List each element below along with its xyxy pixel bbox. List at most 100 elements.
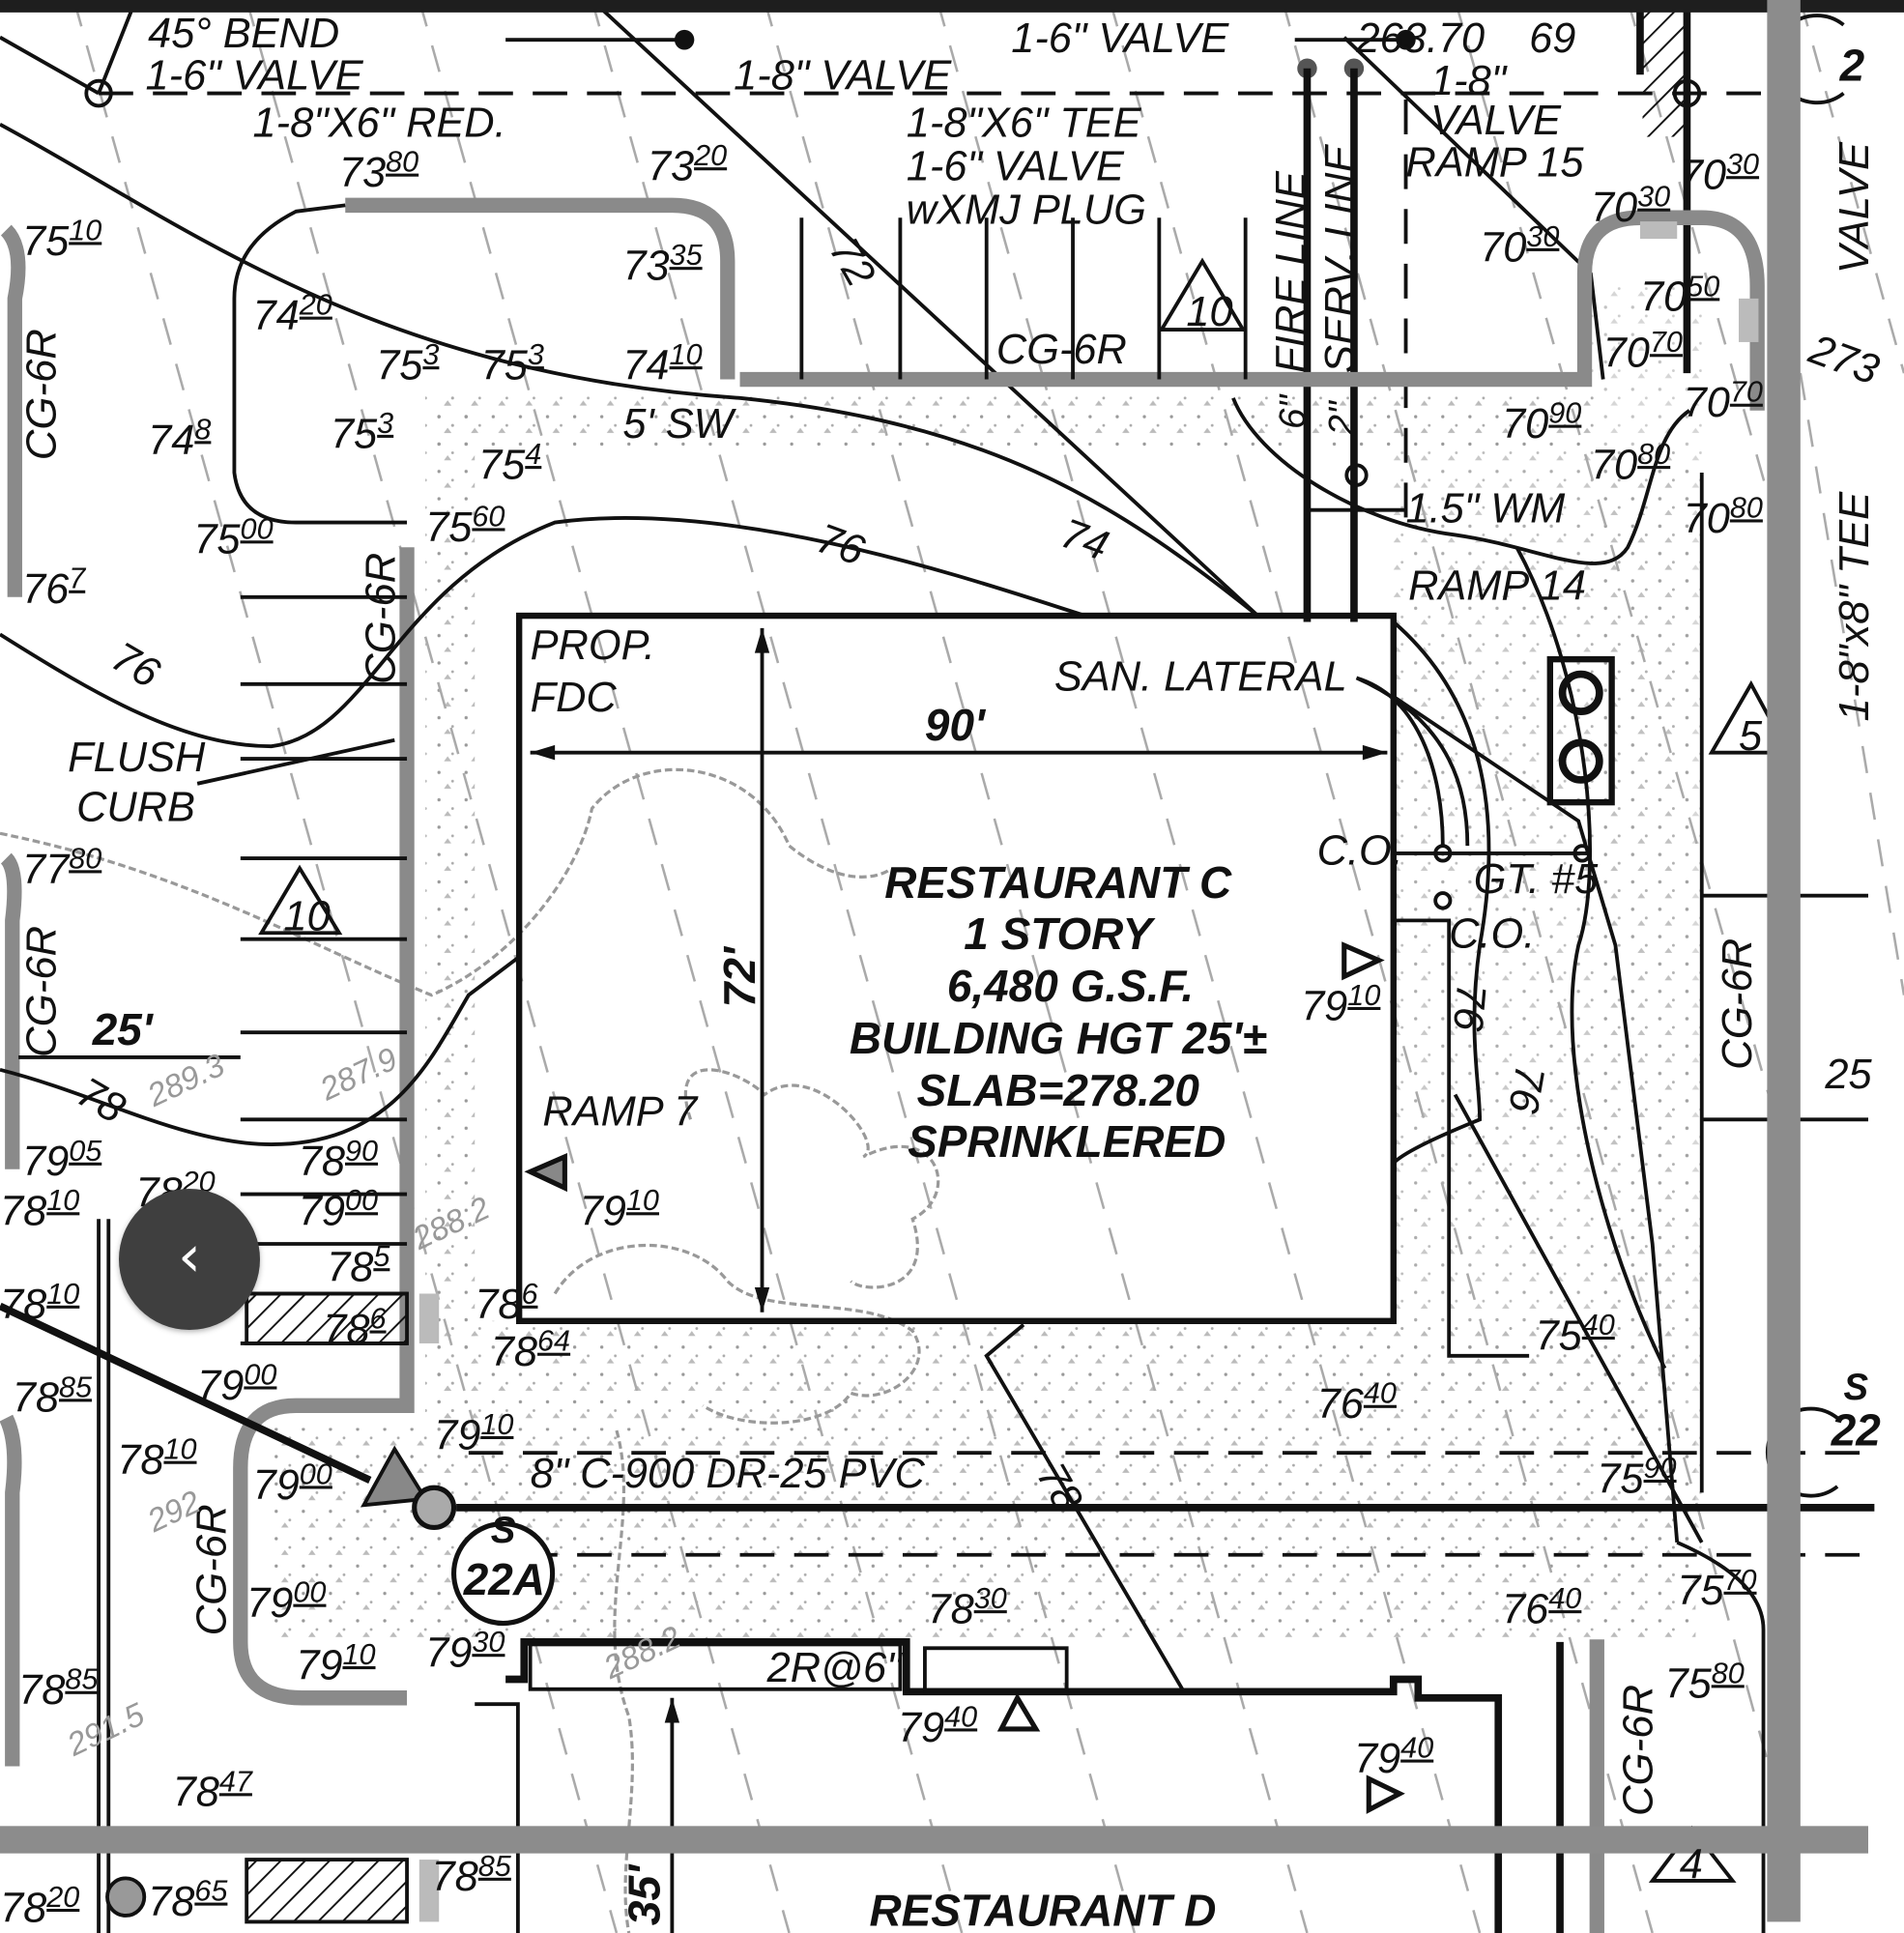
elevation-whole: 73: [648, 143, 694, 189]
label-top-cut-elev: 69: [1529, 15, 1575, 62]
label-plug: wXMJ PLUG: [907, 187, 1146, 233]
elevation-whole: 78: [173, 1770, 219, 1816]
sheet-ref-22: 22: [1831, 1404, 1881, 1455]
spot-elevation: 7885: [432, 1849, 512, 1901]
label-prop: PROP.: [531, 622, 655, 669]
elevation-whole: 78: [13, 1375, 59, 1422]
elevation-whole: 78: [327, 1244, 373, 1290]
back-button[interactable]: ‹: [119, 1189, 260, 1330]
chevron-left-icon: ‹: [178, 1223, 201, 1290]
elevation-whole: 73: [622, 243, 669, 289]
elevation-whole: 79: [296, 1642, 342, 1688]
sheet-ref-22a: 22A: [463, 1554, 545, 1604]
elevation-whole: 76: [1317, 1381, 1365, 1428]
elevation-whole: 78: [0, 1282, 46, 1328]
spot-elevation: 786: [475, 1277, 538, 1329]
elevation-whole: 79: [1354, 1736, 1400, 1782]
spot-elevation: 7500: [193, 511, 273, 563]
spot-elevation: 7510: [22, 213, 101, 265]
elevation-decimal: 00: [244, 1357, 276, 1391]
elevation-whole: 70: [1684, 496, 1730, 542]
spot-elevation: 7030: [1680, 147, 1759, 199]
elevation-whole: 79: [434, 1412, 480, 1458]
spot-elevation: 754: [478, 437, 541, 489]
spot-elevation: 7890: [299, 1134, 378, 1186]
elevation-decimal: 10: [1347, 978, 1380, 1012]
elevation-decimal: 40: [1582, 1308, 1615, 1342]
elevation-decimal: 20: [299, 287, 332, 321]
elevation-whole: 75: [22, 218, 70, 265]
label-valve-plug: 1-6" VALVE: [907, 143, 1125, 189]
spot-elevation: 7847: [173, 1764, 254, 1816]
elevation-whole: 75: [478, 442, 526, 488]
elevation-decimal: 00: [241, 511, 274, 545]
label-valve: VALVE: [1430, 98, 1562, 144]
spot-elevation: 7090: [1502, 395, 1581, 447]
elevation-decimal: 85: [65, 1662, 99, 1696]
spot-elevation: 7930: [425, 1625, 505, 1677]
building-sprinkler: SPRINKLERED: [908, 1116, 1226, 1167]
sign-number: 10: [283, 894, 330, 940]
curb-label: CG-6R: [19, 329, 66, 460]
curbs: [0, 197, 1766, 1933]
spot-elevation: 7910: [580, 1183, 659, 1235]
building-restaurant-c: [515, 612, 1615, 1358]
elevation-whole: 75: [1677, 1568, 1724, 1614]
elevation-whole: 78: [927, 1586, 973, 1632]
spot-elevation: 7070: [1684, 375, 1763, 427]
spot-elevation: 7420: [253, 287, 332, 339]
elevation-decimal: 6: [370, 1301, 388, 1335]
elevation-whole: 79: [22, 1139, 69, 1185]
curb-label: CG-6R: [996, 327, 1127, 373]
elevation-decimal: 30: [1726, 147, 1759, 181]
dim-25: 25': [92, 1004, 155, 1054]
elevation-decimal: 40: [944, 1699, 977, 1733]
label-right-25: 25: [1824, 1052, 1872, 1098]
elevation-decimal: 30: [1637, 180, 1670, 214]
spot-elevation: 7820: [0, 1880, 79, 1932]
building-slab: SLAB=278.20: [917, 1065, 1200, 1115]
curb-label: CG-6R: [19, 926, 66, 1057]
spot-elevation: 7810: [0, 1183, 79, 1235]
elevation-whole: 78: [323, 1307, 369, 1353]
elevation-decimal: 70: [1723, 1563, 1756, 1597]
spot-elevation: 7070: [1603, 325, 1683, 377]
spot-elevation: 7900: [253, 1457, 332, 1509]
spot-elevation: 7885: [13, 1370, 93, 1422]
spot-elevation: 7940: [1354, 1730, 1433, 1782]
elevation-decimal: 3: [528, 337, 544, 371]
label-serv-size: 2": [1321, 399, 1363, 437]
hydrant-symbol: [105, 1876, 147, 1918]
spot-elevation: 7865: [148, 1873, 228, 1925]
spot-elevation: 7905: [22, 1134, 102, 1186]
building-area: 6,480 G.S.F.: [947, 961, 1194, 1011]
spot-elevation: 7780: [22, 841, 101, 893]
sheet-border-horizontal: [0, 1826, 1868, 1854]
elevation-whole: 74: [622, 342, 669, 389]
elevation-decimal: 10: [626, 1183, 659, 1217]
spot-elevation: 785: [327, 1239, 390, 1291]
elevation-whole: 75: [331, 411, 378, 457]
elevation-decimal: 35: [670, 238, 704, 272]
elevation-whole: 70: [1591, 442, 1637, 488]
elevation-decimal: 8: [194, 412, 211, 446]
label-restaurant-d: RESTAURANT D: [870, 1885, 1217, 1933]
elevation-decimal: 47: [219, 1764, 254, 1798]
elevation-whole: 74: [253, 293, 300, 339]
elevation-decimal: 30: [974, 1581, 1007, 1615]
elevation-whole: 78: [117, 1437, 163, 1484]
elevation-decimal: 3: [422, 337, 439, 371]
spot-elevation: 7810: [117, 1432, 196, 1485]
elevation-decimal: 70: [1730, 375, 1763, 409]
spot-elevation: 7050: [1640, 269, 1719, 321]
elevation-whole: 78: [0, 1189, 46, 1235]
contour-lines: [0, 122, 1704, 1693]
label-ramp-14: RAMP 14: [1408, 563, 1586, 609]
elevation-decimal: 50: [1687, 269, 1719, 303]
curb-label: CG-6R: [1616, 1685, 1662, 1816]
elevation-decimal: 5: [373, 1239, 390, 1273]
spot-elevation: 7335: [622, 238, 703, 290]
elevation-whole: 79: [425, 1630, 472, 1676]
elevation-whole: 79: [1301, 983, 1347, 1029]
